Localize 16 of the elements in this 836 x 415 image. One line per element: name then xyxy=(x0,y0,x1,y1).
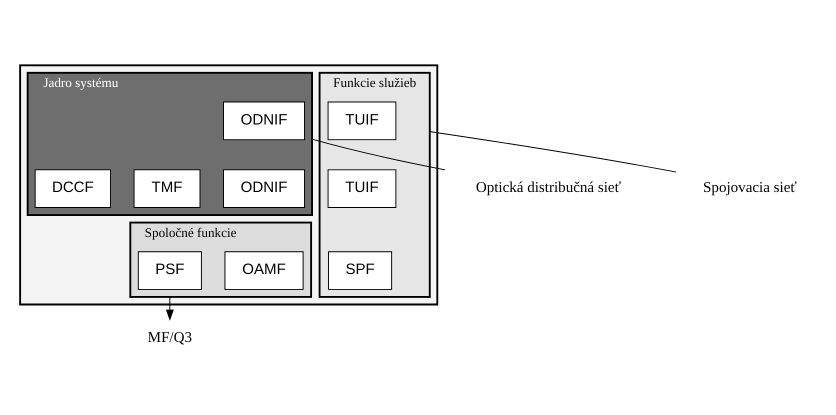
cluster xyxy=(19,64,438,306)
node-text: Optická distribučná sieť xyxy=(476,180,622,196)
node-box: OAMF xyxy=(224,251,304,290)
node-text: Spojovacia sieť xyxy=(703,180,797,196)
node-box: SPF xyxy=(328,251,392,290)
node-box: DCCF xyxy=(34,169,111,208)
connector xyxy=(312,138,446,170)
arrow xyxy=(166,296,174,321)
node-text: MF/Q3 xyxy=(148,330,192,346)
connector xyxy=(429,131,677,173)
node-box: TMF xyxy=(134,169,200,208)
node-box: PSF xyxy=(138,251,202,290)
node-box: TUIF xyxy=(328,102,396,140)
node-box: ODNIF xyxy=(223,169,305,208)
node-box: ODNIF xyxy=(223,102,305,140)
node-box: TUIF xyxy=(328,169,396,208)
